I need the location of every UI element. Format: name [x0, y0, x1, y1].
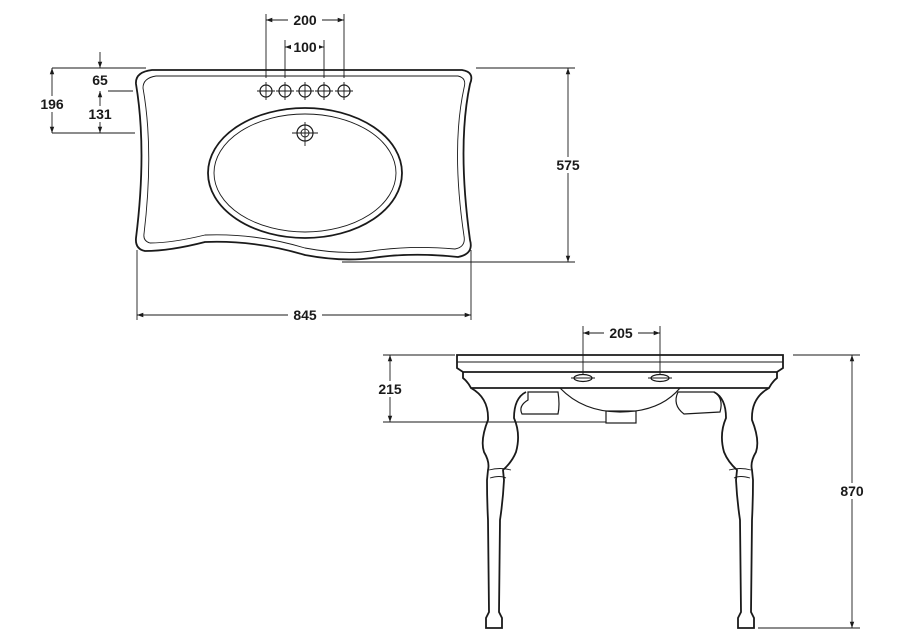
bowl-inner [213, 113, 397, 233]
dimension-label: 845 [293, 307, 317, 323]
dimension-label: 196 [40, 96, 64, 112]
dimension-label: 575 [556, 157, 580, 173]
bowl-outer [207, 107, 403, 239]
basin-outline-outer [135, 69, 473, 261]
drain-icon [292, 122, 318, 146]
leg-left [470, 387, 527, 629]
dimension-width: 845 [136, 250, 472, 323]
dimension-overall-height: 870 [758, 354, 869, 629]
dimension-label: 215 [378, 381, 402, 397]
dimension-label: 205 [609, 325, 633, 341]
tap-hole-icon [648, 373, 672, 383]
dimension-label: 100 [293, 39, 317, 55]
basin-apron [462, 372, 778, 389]
basin-outline-inner [142, 75, 466, 253]
dimension-label: 131 [88, 106, 112, 122]
tap-holes [257, 82, 353, 100]
waste-outlet [605, 410, 637, 424]
tap-hole-icon [335, 82, 353, 100]
basin-top-slab [456, 354, 784, 373]
tap-hole-icon [296, 82, 314, 100]
dimension-leg-spacing: 205 [582, 325, 661, 374]
tap-hole-icon [257, 82, 275, 100]
dimension-depth: 575 [342, 67, 585, 263]
leg-right [713, 387, 770, 629]
dimension-taps-to-drain: 131 [84, 102, 116, 133]
dimension-top-to-drain: 196 [34, 68, 70, 133]
dimension-tap-spread-outer: 200 [265, 12, 345, 78]
plan-view: 200 100 196 65 131 [34, 12, 585, 323]
tap-hole-icon [571, 373, 595, 383]
bracket-right [675, 391, 722, 415]
tap-hole-icon [276, 82, 294, 100]
bracket-left [520, 391, 560, 415]
tap-hole-icon [315, 82, 333, 100]
dimension-label: 65 [92, 72, 108, 88]
dimension-apron-height: 215 [373, 354, 606, 423]
elevation-view: 205 215 870 [373, 325, 869, 629]
dimension-top-to-taps: 65 [92, 52, 108, 102]
dimension-label: 200 [293, 12, 317, 28]
dimension-tap-spread-inner: 100 [284, 39, 325, 78]
bowl-underside [559, 387, 681, 413]
dimension-label: 870 [840, 483, 864, 499]
